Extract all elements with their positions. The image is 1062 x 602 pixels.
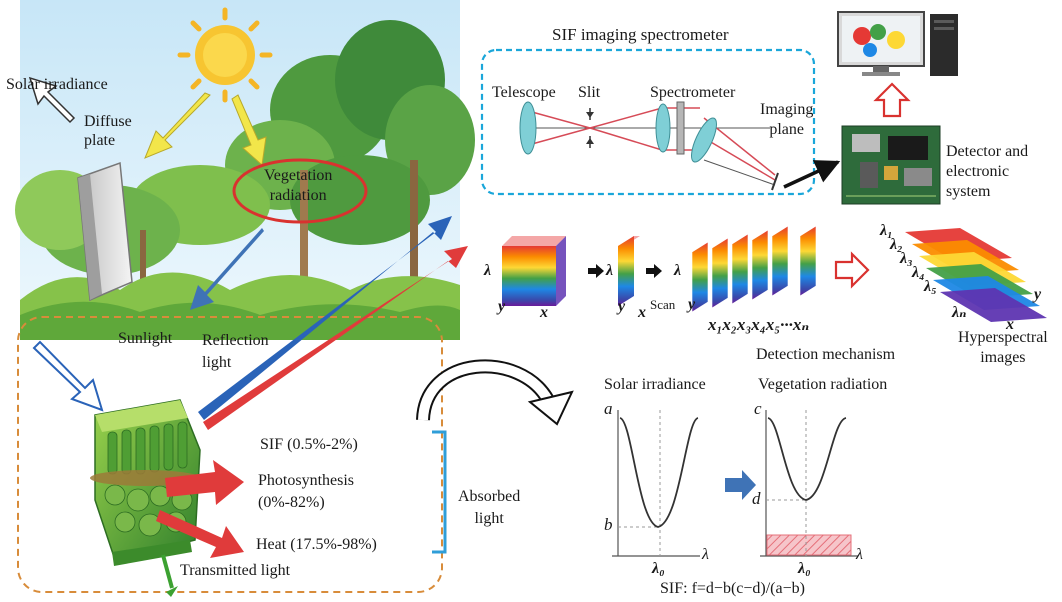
symbol-d: d (752, 489, 761, 508)
vegetation-plot (760, 410, 858, 557)
detector-board (841, 125, 941, 205)
sunlight-label: Sunlight (118, 330, 173, 347)
up-arrow (873, 82, 911, 118)
transmitted-light-label: Transmitted light (180, 562, 291, 579)
lambda-1: λ₁ (880, 222, 893, 239)
sif-hatch-area (766, 534, 852, 556)
vegetation-lambda0: λ₀ (798, 560, 811, 577)
lambda-n: λₙ (952, 304, 967, 321)
cube1-lambda: λ (484, 262, 492, 279)
spectrometer-label: Spectrometer (650, 84, 736, 101)
solar-lambda0: λ₀ (652, 560, 665, 577)
x-sequence: x₁x₂x₃x₄x₅···xₙ (708, 315, 810, 334)
cube2-y: y (618, 298, 626, 315)
optics (519, 101, 779, 191)
solar-irradiance-label: Solar irradiance (6, 76, 108, 93)
sif-percent-label: SIF (0.5%-2%) (260, 436, 358, 453)
lambda-3: λ₃ (900, 250, 913, 267)
cube1-y: y (498, 298, 506, 315)
symbol-b: b (604, 515, 613, 534)
data-cube-stack (691, 225, 817, 313)
vegetation-lambda-axis: λ (856, 546, 863, 563)
data-cube-slice (618, 236, 640, 306)
sun-to-vegetation-arrow (231, 94, 267, 166)
cube3-y: y (688, 296, 696, 313)
imaging-plane-label: Imaging plane (760, 101, 814, 138)
scan-label: Scan (650, 297, 676, 312)
trees (15, 20, 475, 300)
collimator-lens (655, 103, 671, 153)
absorbed-light-label: Absorbed light (458, 488, 521, 527)
sunlight-arrow (32, 340, 104, 412)
plot-transition-arrow (725, 470, 756, 500)
vegetation-radiation-label: Vegetation radiation (264, 167, 333, 204)
solar-plot (612, 410, 700, 557)
hyperspectral-layers (905, 228, 1047, 322)
solar-lambda-axis: λ (702, 546, 709, 563)
to-hyperspectral-arrow (834, 251, 870, 289)
solar-plot-title: Solar irradiance (604, 376, 706, 393)
grating (676, 101, 685, 155)
cube1-x: x (540, 304, 548, 321)
sif-formula: SIF: f=d−b(c−d)/(a−b) (660, 580, 805, 597)
transmitted-light-arrow (161, 554, 174, 589)
lambda-2: λ₂ (890, 236, 903, 253)
cube-arrow-1 (588, 264, 604, 278)
spectrometer-box (480, 48, 816, 196)
symbol-a: a (604, 399, 613, 418)
symbol-c: c (754, 399, 762, 418)
vegetation-radiation-ellipse (232, 158, 368, 224)
heat-arrow (156, 510, 244, 558)
detection-mechanism-label: Detection mechanism (756, 346, 896, 363)
lambda-5: λ₅ (924, 278, 937, 295)
diffuse-plate-label: Diffuse plate (84, 113, 132, 149)
forest-scene (15, 0, 475, 340)
hyper-x: x (1006, 316, 1014, 333)
solar-irradiance-arrow (28, 76, 76, 124)
lambda-4: λ₄ (912, 264, 925, 281)
heat-label: Heat (17.5%-98%) (256, 536, 377, 553)
vegetation-plot-title: Vegetation radiation (758, 376, 888, 393)
cube2-lambda: λ (606, 262, 614, 279)
photosynthesis-label: Photosynthesis (0%-82%) (258, 472, 355, 511)
cube-arrow-2 (646, 264, 662, 278)
hyperspectral-images-label: Hyperspectral images (958, 329, 1048, 366)
telescope-lens (519, 101, 537, 155)
sif-imaging-spectrometer-title: SIF imaging spectrometer (552, 25, 729, 44)
focusing-lens (691, 117, 717, 163)
leaf-process-box (17, 316, 443, 593)
to-detector-arrow (783, 160, 841, 189)
reflection-light-arrow (198, 216, 452, 420)
sun-icon (177, 7, 273, 103)
vegetation-to-leaf-arrow (190, 228, 264, 310)
imaging-plane (771, 172, 779, 191)
reflection-light-label: Reflection light (202, 332, 269, 371)
sun-to-plate-arrow (144, 92, 211, 159)
cube3-lambda: λ (674, 262, 682, 279)
curved-arrow (416, 359, 574, 426)
absorbed-light-bracket (432, 430, 447, 554)
sif-emission-arrow (203, 246, 468, 430)
detector-system-label: Detector and electronic system (946, 143, 1029, 200)
computer-icon (837, 11, 958, 76)
hyper-y: y (1034, 286, 1042, 303)
photosynthesis-arrow (165, 460, 244, 505)
telescope-label: Telescope (492, 84, 556, 101)
diffuse-plate (77, 161, 133, 302)
data-cube-1 (502, 236, 566, 306)
slit-label: Slit (578, 84, 601, 101)
cube2-x: x (638, 304, 646, 321)
